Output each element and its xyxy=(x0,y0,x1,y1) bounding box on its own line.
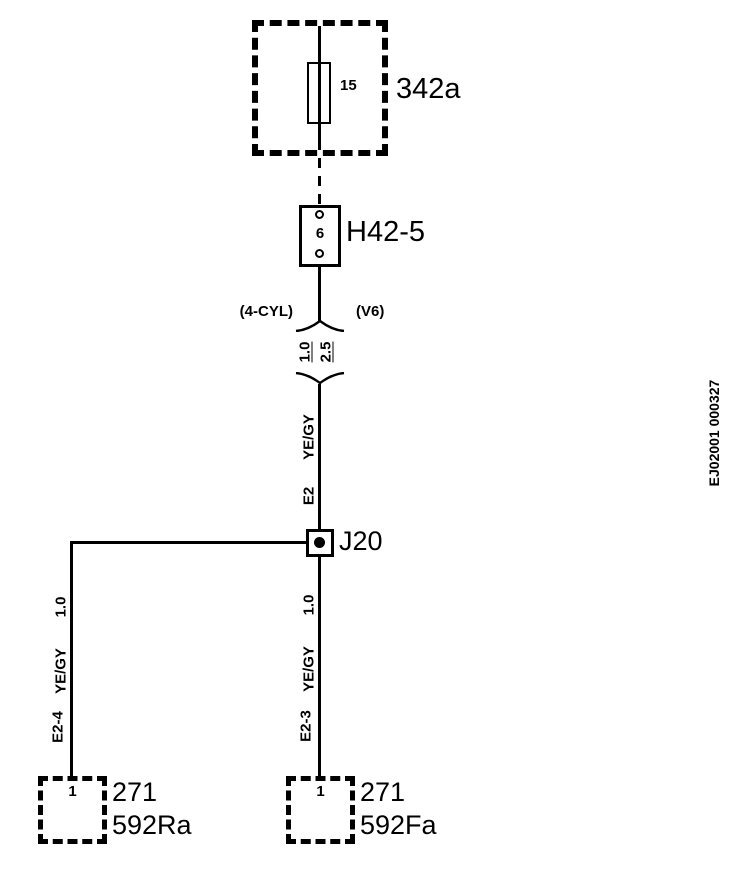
terminal-circle-bottom xyxy=(315,249,324,258)
h42-label: H42-5 xyxy=(346,216,425,248)
wire-fuse-internal xyxy=(318,26,321,150)
left-wire-size: 1.0 xyxy=(52,596,70,618)
fuse-rating: 15 xyxy=(340,77,357,94)
wire-h42-to-split xyxy=(318,266,321,322)
variant-label-v6: (V6) xyxy=(356,303,385,320)
left-pin-number: 1 xyxy=(68,783,77,800)
h42-pin-number: 6 xyxy=(315,225,325,242)
brace-top xyxy=(295,319,345,332)
right-circuit-label: E2-3 xyxy=(297,710,315,742)
right-wire-size: 1.0 xyxy=(300,594,318,616)
fuse-box-342a xyxy=(252,20,388,156)
wire-right-branch-vertical xyxy=(318,556,321,777)
wire-main-vertical xyxy=(318,384,321,532)
wire-size-left-variant: 1.0 xyxy=(296,341,314,363)
circuit-label-main: E2 xyxy=(300,486,318,506)
right-component-number: 271 xyxy=(360,777,406,807)
wire-color-main: YE/GY xyxy=(300,414,318,460)
left-component-number: 271 xyxy=(112,777,158,807)
connector-h42-box xyxy=(299,205,341,267)
left-wire-color: YE/GY xyxy=(52,648,70,694)
junction-j20-box xyxy=(306,529,334,557)
junction-label: J20 xyxy=(339,526,383,556)
doc-code: EJ02001 000327 xyxy=(706,379,722,487)
wire-left-branch-vertical xyxy=(70,541,73,777)
wire-size-right-variant: 2.5 xyxy=(317,341,335,363)
connector-592ra-box xyxy=(38,776,107,844)
left-circuit-label: E2-4 xyxy=(49,711,67,743)
wire-horizontal-j20-left xyxy=(70,541,309,544)
fuse-symbol xyxy=(307,62,331,124)
right-pin-number: 1 xyxy=(316,783,325,800)
brace-bottom xyxy=(295,372,345,385)
variant-label-4cyl: (4-CYL) xyxy=(239,303,293,320)
junction-dot xyxy=(314,537,325,548)
fuse-box-label: 342a xyxy=(396,73,461,105)
wire-dashed-fuse-to-h42 xyxy=(318,158,321,206)
connector-592fa-box xyxy=(286,776,355,844)
right-component-id: 592Fa xyxy=(360,810,437,840)
right-wire-color: YE/GY xyxy=(300,646,318,692)
terminal-circle-top xyxy=(315,210,324,219)
left-component-id: 592Ra xyxy=(112,810,192,840)
